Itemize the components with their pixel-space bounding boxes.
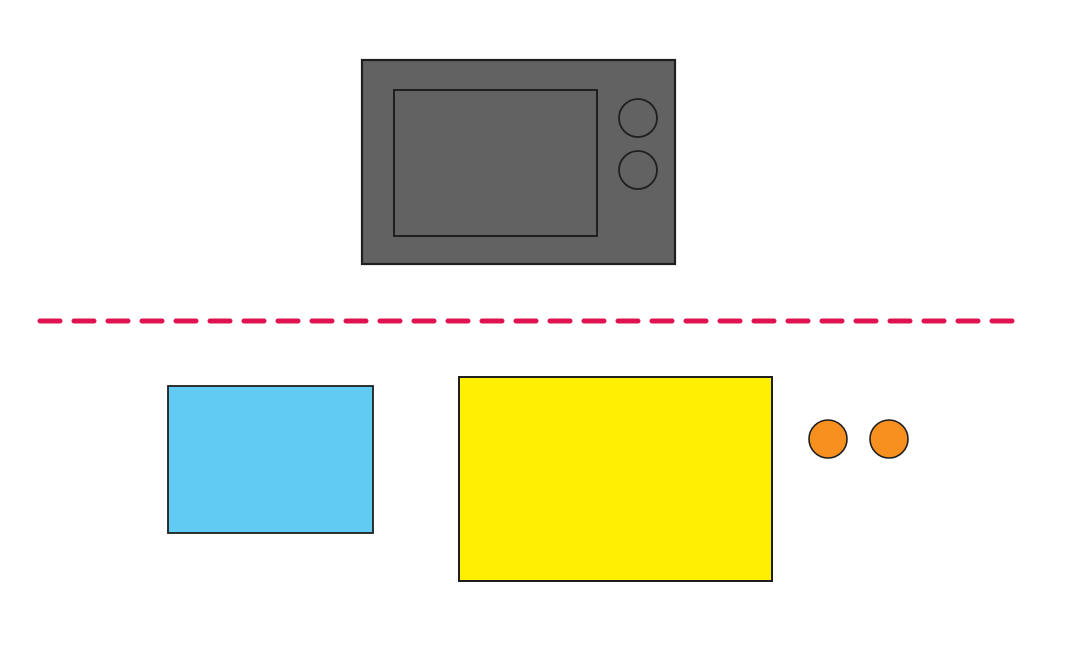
device-knob (618, 98, 658, 138)
yellow-rectangle (458, 376, 773, 582)
blue-rectangle (167, 385, 374, 534)
device-knob (618, 150, 658, 190)
orange-dot (869, 419, 909, 459)
orange-dot (808, 419, 848, 459)
microwave-icon (360, 58, 677, 266)
device-screen (393, 89, 598, 237)
